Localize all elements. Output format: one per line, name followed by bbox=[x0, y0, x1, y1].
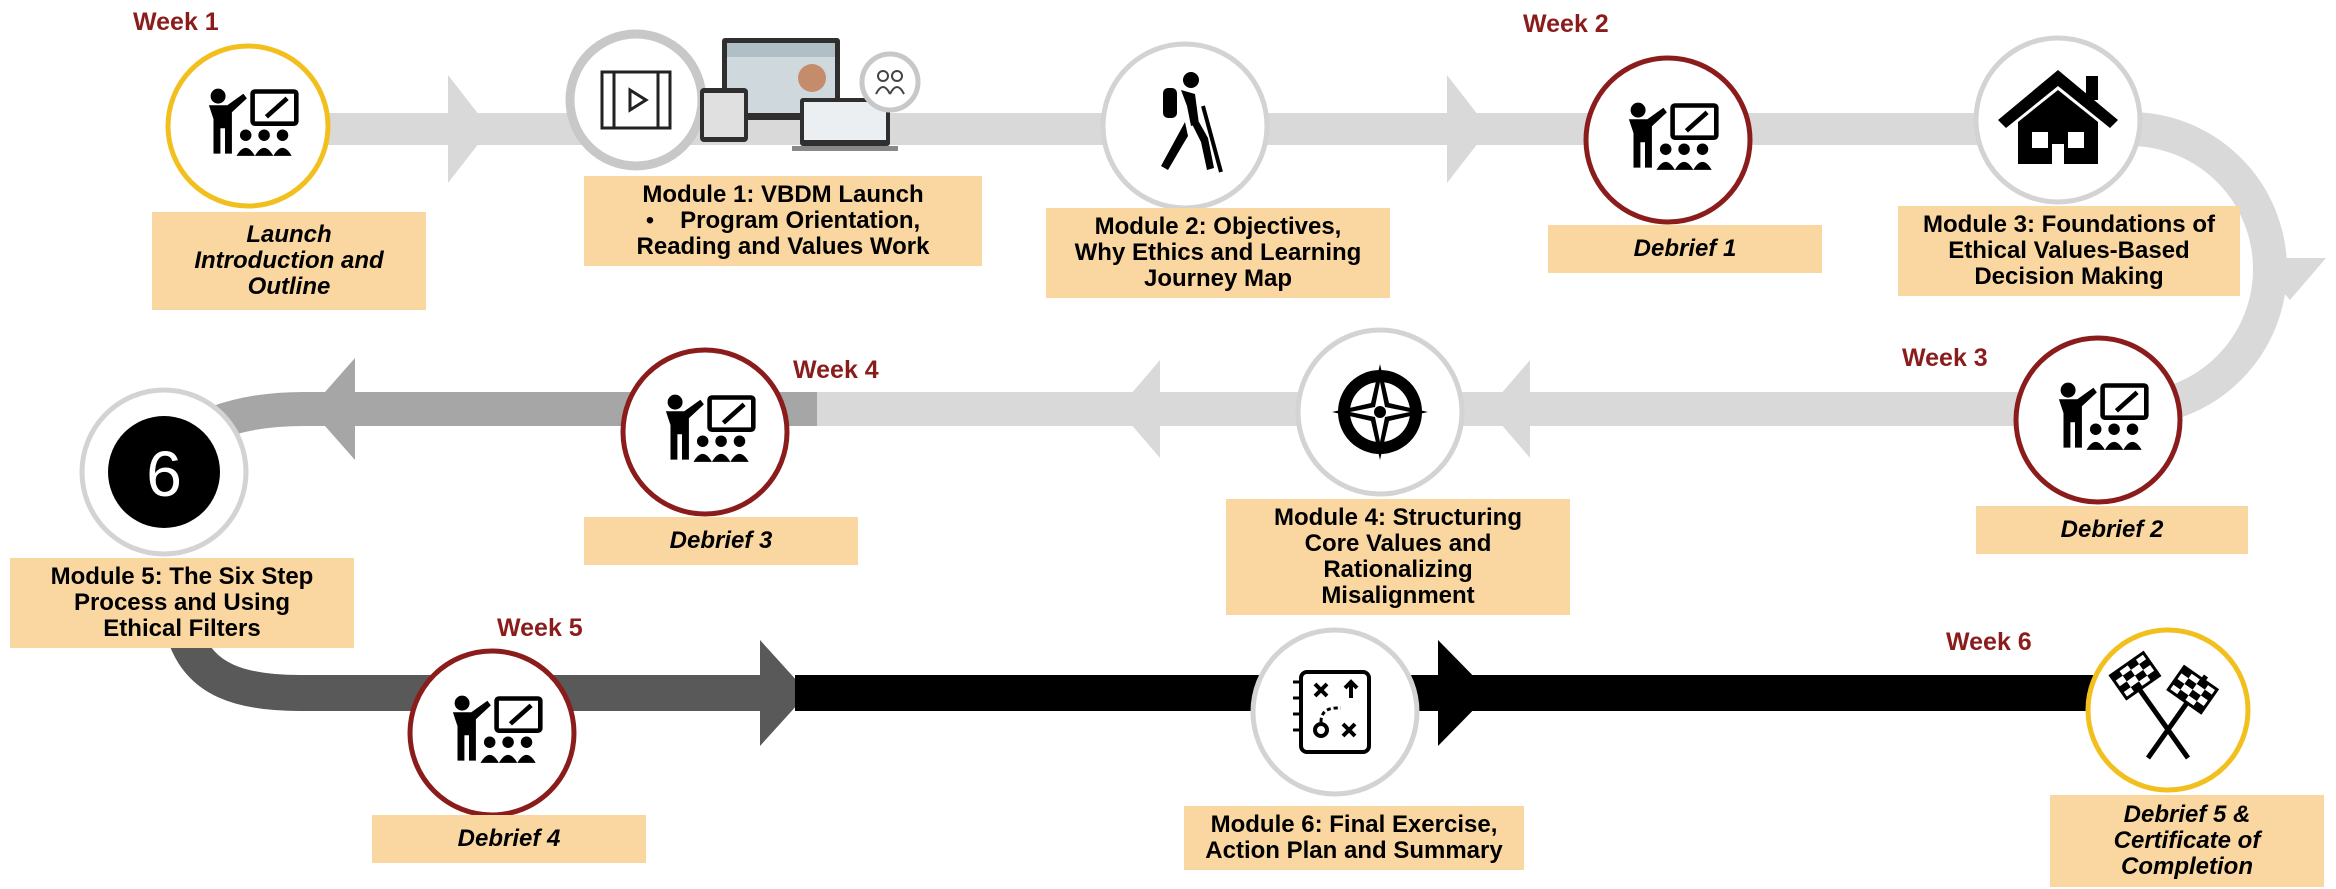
week-2-label: Week 2 bbox=[1523, 10, 1609, 38]
node-module2 bbox=[1100, 41, 1270, 211]
launch-line-1: Launch bbox=[246, 221, 332, 248]
node-debrief1 bbox=[1583, 55, 1753, 225]
module3-box: Module 3: Foundations of Ethical Values-… bbox=[1898, 206, 2240, 296]
module6-line-2: Action Plan and Summary bbox=[1205, 837, 1503, 864]
module6-box: Module 6: Final Exercise, Action Plan an… bbox=[1184, 806, 1524, 870]
module5-line-2: Process and Using bbox=[73, 589, 291, 616]
node-launch bbox=[165, 43, 331, 209]
module2-line-2: Why Ethics and Learning bbox=[1074, 239, 1362, 266]
module1-box: Module 1: VBDM Launch • Program Orientat… bbox=[584, 176, 982, 266]
node-module4 bbox=[1295, 327, 1465, 497]
step-number: 6 bbox=[146, 438, 182, 510]
debrief2-box: Debrief 2 bbox=[1976, 506, 2248, 554]
node-debrief2 bbox=[2013, 335, 2183, 505]
debrief5-line-1: Debrief 5 & bbox=[2123, 801, 2251, 828]
debrief5-line-3: Completion bbox=[2121, 853, 2253, 880]
device-mockups bbox=[700, 38, 921, 151]
week-5-label: Week 5 bbox=[497, 614, 583, 642]
checkered-flags-icon bbox=[2108, 650, 2220, 760]
debrief1-box: Debrief 1 bbox=[1548, 225, 1822, 273]
node-debrief4 bbox=[407, 648, 577, 818]
module5-line-3: Ethical Filters bbox=[103, 615, 261, 642]
module1-line-3: Reading and Values Work bbox=[636, 233, 930, 260]
node-module3 bbox=[1973, 35, 2143, 205]
node-debrief3 bbox=[620, 347, 790, 517]
debrief3-box: Debrief 3 bbox=[584, 517, 858, 565]
module1-line-2: Program Orientation, bbox=[680, 207, 921, 234]
house-icon bbox=[1998, 70, 2118, 164]
module6-line-1: Module 6: Final Exercise, bbox=[1210, 811, 1498, 838]
module4-line-3: Rationalizing bbox=[1323, 556, 1473, 583]
launch-line-2: Introduction and bbox=[194, 247, 384, 274]
module3-line-3: Decision Making bbox=[1974, 263, 2164, 290]
number-six-icon bbox=[108, 416, 220, 528]
debrief5-box: Debrief 5 & Certificate of Completion bbox=[2050, 795, 2324, 887]
node-module1 bbox=[565, 29, 707, 171]
week-4-label: Week 4 bbox=[793, 356, 879, 384]
module2-line-1: Module 2: Objectives, bbox=[1094, 213, 1342, 240]
module4-line-2: Core Values and bbox=[1304, 530, 1492, 557]
debrief2-label: Debrief 2 bbox=[2060, 516, 2164, 543]
module4-line-1: Module 4: Structuring bbox=[1274, 504, 1522, 531]
week-3-label: Week 3 bbox=[1902, 344, 1988, 372]
node-debrief5 bbox=[2085, 627, 2251, 793]
compass-icon bbox=[1332, 364, 1428, 460]
hiker-icon bbox=[1161, 72, 1223, 173]
debrief3-label: Debrief 3 bbox=[669, 527, 773, 554]
launch-box: Launch Introduction and Outline bbox=[152, 212, 426, 310]
path-row-2 bbox=[174, 358, 2140, 460]
node-module6 bbox=[1250, 627, 1420, 797]
video-screens-icon bbox=[600, 70, 672, 130]
module3-line-2: Ethical Values-Based bbox=[1948, 237, 2190, 264]
module3-line-1: Module 3: Foundations of bbox=[1923, 211, 2215, 238]
module4-box: Module 4: Structuring Core Values and Ra… bbox=[1226, 499, 1570, 615]
bullet-dot: • bbox=[645, 207, 655, 234]
week-1-label: Week 1 bbox=[133, 8, 219, 36]
debrief1-label: Debrief 1 bbox=[1633, 235, 1737, 262]
launch-line-3: Outline bbox=[247, 273, 331, 300]
module2-box: Module 2: Objectives, Why Ethics and Lea… bbox=[1046, 208, 1390, 298]
people-icon bbox=[859, 51, 921, 113]
module2-line-3: Journey Map bbox=[1143, 265, 1293, 292]
debrief4-box: Debrief 4 bbox=[372, 815, 646, 863]
module1-title: Module 1: VBDM Launch bbox=[642, 181, 924, 208]
node-module5: 6 bbox=[79, 387, 249, 557]
debrief4-label: Debrief 4 bbox=[457, 825, 561, 852]
module5-box: Module 5: The Six Step Process and Using… bbox=[10, 558, 354, 648]
module1-bullet-line: • Program Orientation, bbox=[646, 208, 920, 234]
strategy-icon bbox=[1293, 670, 1371, 754]
week-6-label: Week 6 bbox=[1946, 628, 2032, 656]
debrief5-line-2: Certificate of bbox=[2113, 827, 2261, 854]
module5-line-1: Module 5: The Six Step bbox=[50, 563, 314, 590]
module4-line-4: Misalignment bbox=[1321, 582, 1475, 609]
